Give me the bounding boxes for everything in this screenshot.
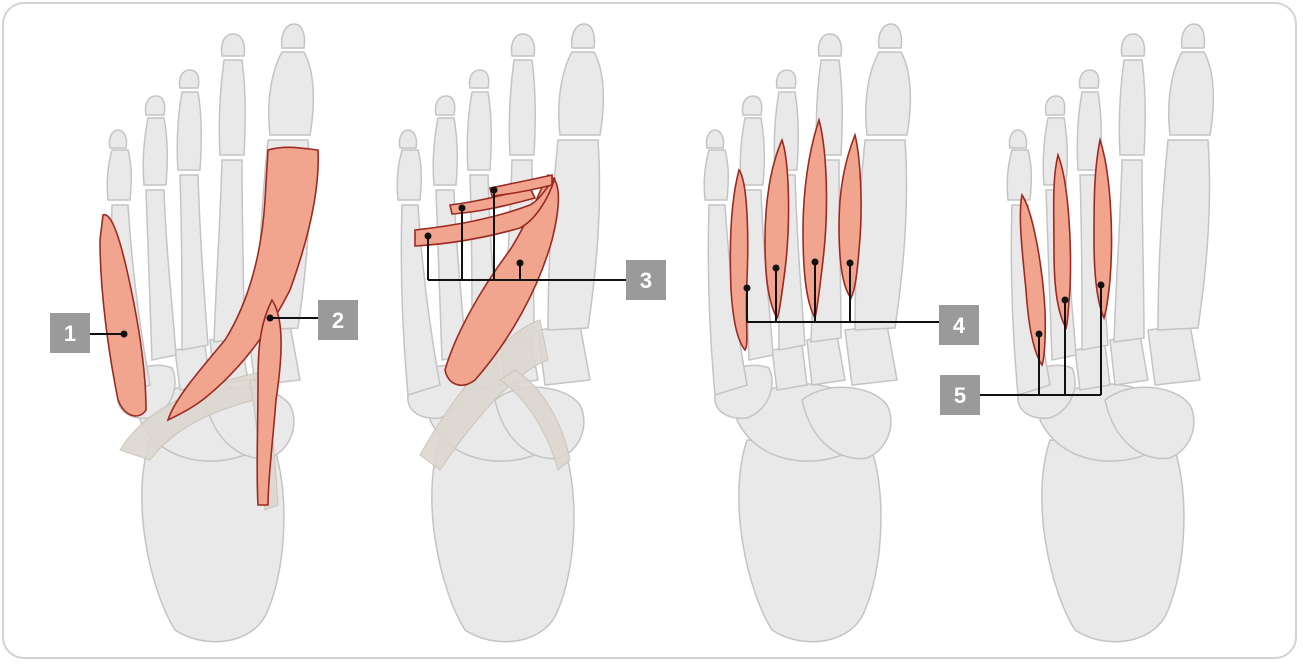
label-5: 5 xyxy=(940,375,980,415)
plantar-interosseous-medial-muscle xyxy=(1094,140,1112,318)
pointer-dot-4d xyxy=(847,260,854,267)
pointer-dot-4a xyxy=(744,285,751,292)
pointer-dot-5a xyxy=(1036,331,1043,338)
pointer-dot-5c xyxy=(1098,282,1105,289)
pointer-dot-3a xyxy=(425,233,432,240)
foot-2: 3 xyxy=(397,24,666,642)
label-1-text: 1 xyxy=(64,321,76,346)
label-4: 4 xyxy=(939,305,979,345)
pointer-dot-3d xyxy=(517,260,524,267)
label-2-text: 2 xyxy=(332,308,344,333)
pointer-dot-4b xyxy=(773,265,780,272)
label-3-text: 3 xyxy=(640,268,652,293)
pointer-dot-2 xyxy=(267,315,274,322)
pointer-dot-3c xyxy=(491,187,498,194)
label-4-text: 4 xyxy=(953,313,966,338)
pointer-dot-3b xyxy=(459,205,466,212)
foot-3-skeleton xyxy=(704,24,910,642)
pointer-dot-4c xyxy=(812,259,819,266)
label-2: 2 xyxy=(318,300,358,340)
foot-1: 1 2 xyxy=(50,24,358,642)
label-1: 1 xyxy=(50,313,90,353)
label-3: 3 xyxy=(626,260,666,300)
foot-4: 5 xyxy=(940,24,1213,642)
label-5-text: 5 xyxy=(954,383,966,408)
pointer-dot-1 xyxy=(121,331,128,338)
pointer-dot-5b xyxy=(1062,297,1069,304)
foot-3: 4 xyxy=(704,24,979,642)
